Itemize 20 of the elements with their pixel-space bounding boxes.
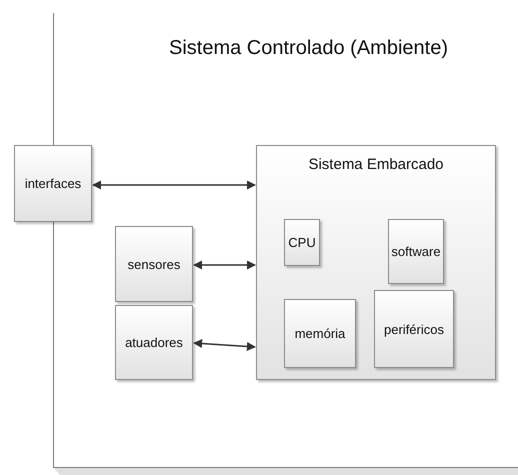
box-label: atuadores <box>125 335 183 350</box>
component-box <box>115 305 193 380</box>
region-title: Sistema Controlado (Ambiente) <box>168 37 449 60</box>
component-box <box>374 290 454 368</box>
component-box <box>388 219 444 284</box>
double-arrow <box>92 180 256 190</box>
box-label: interfaces <box>24 176 82 191</box>
box-label: CPU <box>288 235 316 250</box>
box-title: Sistema Embarcado <box>307 156 445 173</box>
double-arrow <box>193 260 256 270</box>
component-box <box>14 145 92 222</box>
component-box <box>284 299 356 368</box>
box-label: software <box>391 244 441 259</box>
component-box <box>284 219 320 266</box>
component-box <box>115 226 193 302</box>
box-label: periféricos <box>384 322 444 336</box>
box-label: sensores <box>128 256 180 272</box>
system-box <box>256 145 496 380</box>
box-label: memória <box>294 326 346 341</box>
double-arrow <box>193 339 256 351</box>
